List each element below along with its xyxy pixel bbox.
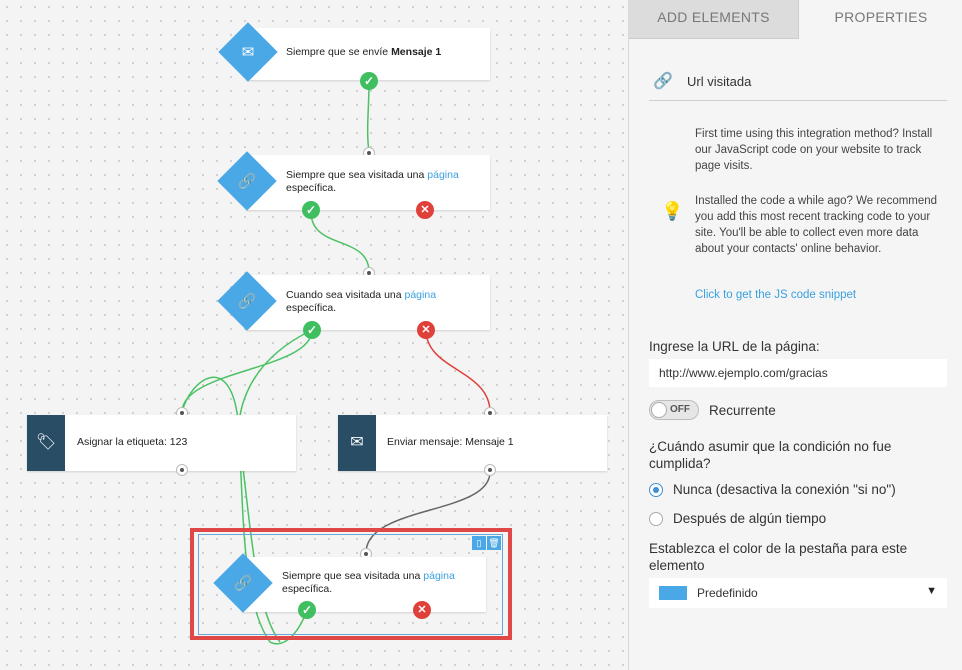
output-port[interactable]	[484, 464, 496, 476]
color-label: Establezca el color de la pestaña para e…	[649, 541, 908, 573]
trash-icon[interactable]: 🗑	[487, 536, 501, 550]
condition-question: ¿Cuándo asumir que la condición no fue c…	[649, 439, 892, 471]
no-connector-icon[interactable]: ✕	[417, 321, 435, 339]
element-title: 🔗 Url visitada	[649, 68, 947, 101]
tab-add-elements[interactable]: ADD ELEMENTS	[629, 0, 799, 39]
element-title-text: Url visitada	[687, 74, 752, 89]
color-swatch	[659, 586, 687, 600]
selection-highlight	[190, 528, 512, 640]
lightbulb-icon: 💡	[661, 201, 684, 221]
action-node-send-message[interactable]: ✉ Enviar mensaje: Mensaje 1	[338, 415, 607, 471]
color-select-value: Predefinido	[697, 586, 758, 600]
node-label: Enviar mensaje: Mensaje 1	[387, 436, 514, 448]
link-icon: 🔗	[237, 173, 257, 190]
node-label: Asignar la etiqueta: 123	[77, 436, 188, 448]
url-input[interactable]	[649, 359, 947, 387]
radio-never-label[interactable]: Nunca (desactiva la conexión "si no")	[673, 482, 896, 497]
radio-never[interactable]	[649, 483, 663, 497]
no-connector-icon[interactable]: ✕	[413, 601, 431, 619]
yes-connector-icon[interactable]: ✓	[298, 601, 316, 619]
recurrent-toggle[interactable]: OFF	[649, 400, 699, 420]
recurrent-label: Recurrente	[709, 403, 776, 418]
output-port[interactable]	[176, 464, 188, 476]
tab-color-select[interactable]: Predefinido ▼	[649, 578, 947, 608]
link-icon: 🔗	[237, 293, 257, 310]
selection-outline	[198, 534, 503, 635]
js-snippet-link[interactable]: Click to get the JS code snippet	[695, 289, 857, 301]
info-first-time: First time using this integration method…	[695, 128, 933, 172]
radio-after-time[interactable]	[649, 512, 663, 526]
tab-properties[interactable]: PROPERTIES	[799, 0, 962, 39]
email-send-icon: ✉	[241, 44, 255, 61]
workflow-canvas[interactable]: Siempre que se envíe Mensaje 1 ✉ ✓ Siemp…	[0, 0, 628, 670]
toggle-knob	[651, 402, 667, 418]
yes-connector-icon[interactable]: ✓	[360, 72, 378, 90]
link-icon: 🔗	[233, 575, 253, 592]
yes-connector-icon[interactable]: ✓	[302, 201, 320, 219]
toggle-state: OFF	[670, 404, 690, 415]
url-label: Ingrese la URL de la página:	[649, 339, 820, 354]
tag-icon: 🏷	[27, 415, 65, 471]
properties-panel: ADD ELEMENTS PROPERTIES 🔗 Url visitada F…	[628, 0, 962, 670]
envelope-icon: ✉	[338, 415, 376, 471]
trigger-node-message-sent[interactable]: Siempre que se envíe Mensaje 1	[246, 28, 490, 80]
duplicate-icon[interactable]: ▯	[472, 536, 486, 550]
action-node-assign-tag[interactable]: 🏷 Asignar la etiqueta: 123	[27, 415, 296, 471]
yes-connector-icon[interactable]: ✓	[303, 321, 321, 339]
radio-after-time-label[interactable]: Después de algún tiempo	[673, 511, 827, 526]
info-update-code: Installed the code a while ago? We recom…	[695, 195, 938, 255]
no-connector-icon[interactable]: ✕	[416, 201, 434, 219]
chevron-down-icon: ▼	[926, 585, 937, 597]
node-label: Siempre que se envíe Mensaje 1	[286, 46, 442, 58]
link-icon: 🔗	[653, 73, 673, 90]
